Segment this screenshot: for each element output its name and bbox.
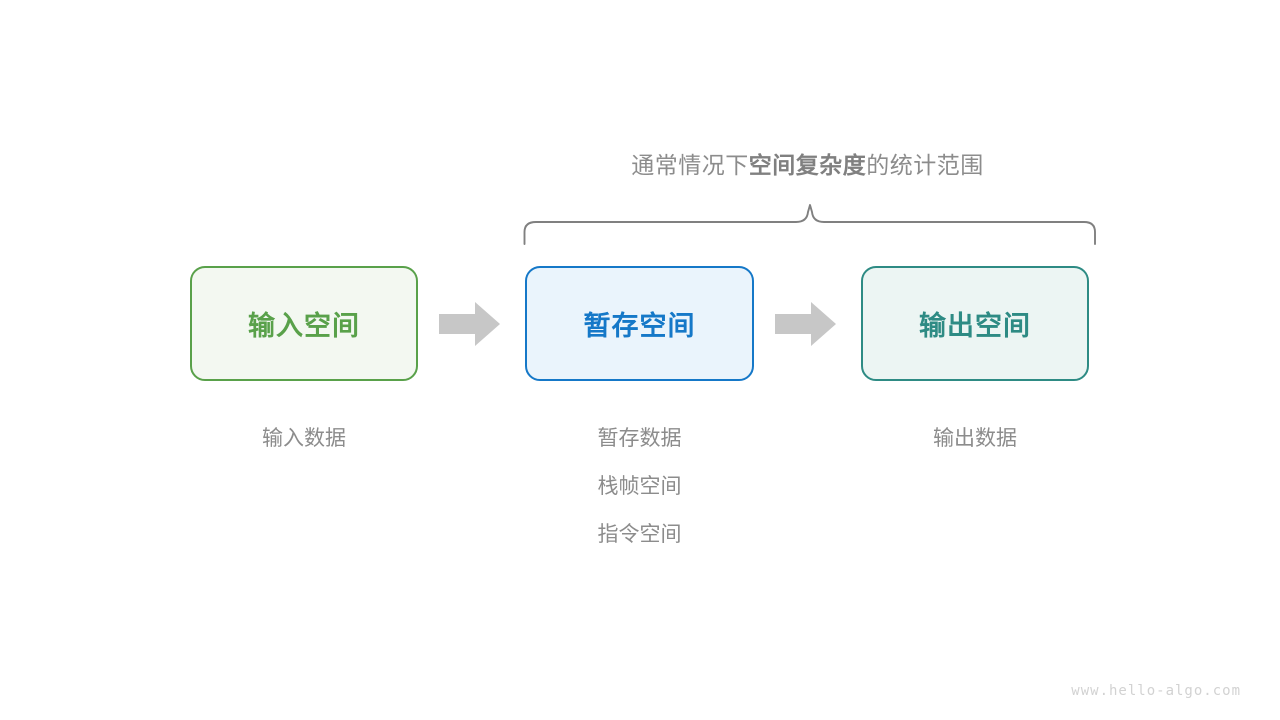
footer-url: www.hello-algo.com: [1071, 683, 1241, 699]
brace-caption-segment-3: 的统计范围: [866, 152, 984, 178]
right-arrow-icon: [775, 302, 836, 346]
box-temp-space: 暂存空间: [525, 266, 754, 381]
caption-item: 栈帧空间: [597, 475, 682, 498]
right-arrow-icon: [439, 302, 500, 346]
box-input-space: 输入空间: [190, 266, 418, 381]
caption-list-input: 输入数据: [190, 415, 418, 463]
caption-list-temp: 暂存数据 栈帧空间 指令空间: [525, 415, 754, 559]
caption-list-output: 输出数据: [861, 415, 1089, 463]
box-output-space: 输出空间: [861, 266, 1089, 381]
brace-caption-segment-2-bold: 空间复杂度: [748, 152, 867, 178]
box-input-space-label: 输入空间: [248, 311, 360, 341]
brace-caption-text: 通常情况下空间复杂度的统计范围: [523, 146, 1092, 180]
caption-item: 输出数据: [933, 427, 1017, 450]
caption-item: 指令空间: [597, 523, 682, 546]
curly-brace-icon: [523, 204, 1096, 245]
box-temp-space-label: 暂存空间: [583, 311, 696, 341]
caption-item: 输入数据: [262, 427, 346, 450]
caption-item: 暂存数据: [597, 427, 682, 450]
box-output-space-label: 输出空间: [919, 311, 1031, 341]
brace-caption-segment-1: 通常情况下: [631, 152, 749, 178]
